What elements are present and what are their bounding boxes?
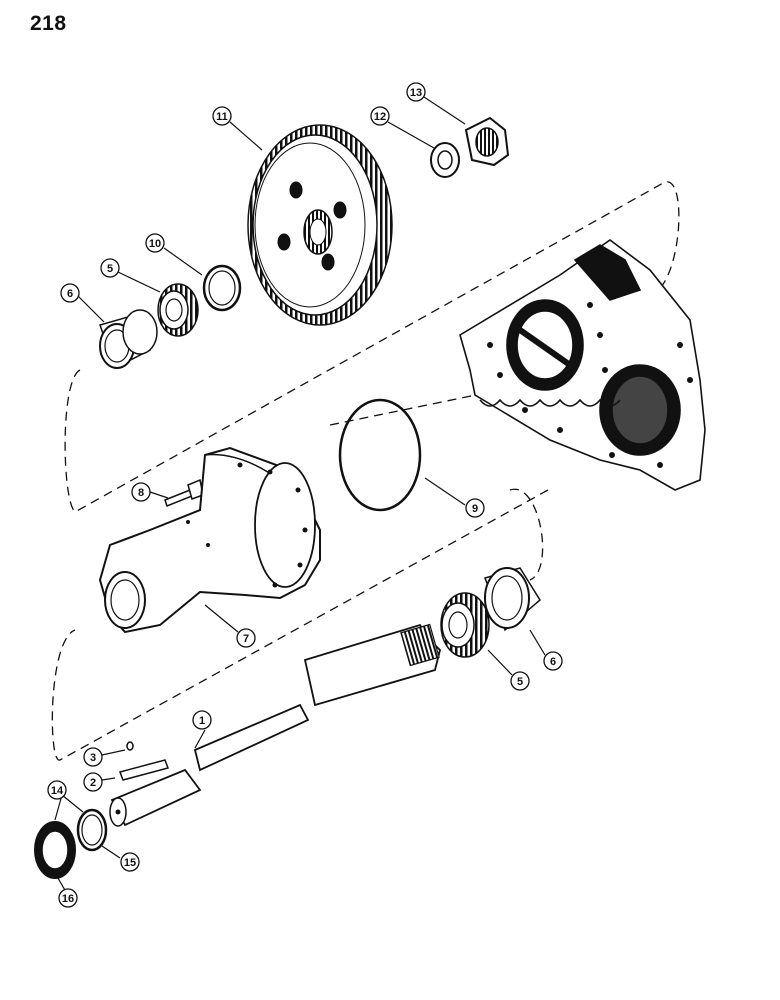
o-ring (338, 398, 422, 512)
page-number: 218 (30, 12, 67, 35)
bearing-cone-lower (440, 592, 490, 658)
callout-5-lower: 5 (510, 671, 530, 691)
svg-text:6: 6 (550, 656, 556, 668)
callout-14: 14 (47, 780, 67, 800)
pin (126, 741, 134, 751)
svg-text:5: 5 (107, 263, 113, 275)
svg-text:2: 2 (90, 777, 96, 789)
svg-text:11: 11 (216, 111, 228, 123)
axle-housing (98, 446, 321, 634)
leader-lines (54, 96, 546, 893)
callout-6-upper: 6 (60, 283, 80, 303)
alignment-dashed-lines (51, 181, 680, 761)
svg-text:8: 8 (138, 487, 144, 499)
bearing-cup-upper (99, 309, 158, 370)
transmission-housing (459, 239, 706, 491)
shim-ring (202, 264, 242, 312)
svg-text:13: 13 (410, 87, 422, 99)
callout-5-upper: 5 (100, 258, 120, 278)
callout-9: 9 (465, 498, 485, 518)
large-gear (247, 124, 393, 326)
callout-13: 13 (406, 82, 426, 102)
callout-10: 10 (145, 233, 165, 253)
callout-1: 1 (192, 710, 212, 730)
callout-12: 12 (370, 106, 390, 126)
callout-8: 8 (131, 482, 151, 502)
callout-16: 16 (58, 888, 78, 908)
lock-washer (430, 142, 460, 178)
callout-7: 7 (236, 628, 256, 648)
bearing-cup-lower (484, 567, 541, 632)
callout-3: 3 (83, 747, 103, 767)
svg-text:14: 14 (51, 785, 64, 797)
svg-text:1: 1 (199, 715, 205, 727)
callout-6-lower: 6 (543, 651, 563, 671)
bolt (164, 478, 204, 507)
svg-text:9: 9 (472, 503, 478, 515)
svg-text:7: 7 (243, 633, 249, 645)
callout-15: 15 (120, 852, 140, 872)
callout-11: 11 (212, 106, 232, 126)
nut (464, 116, 510, 167)
svg-text:3: 3 (90, 752, 96, 764)
callouts: 11 12 13 10 5 6 8 9 7 6 5 1 3 2 14 15 16 (47, 82, 563, 908)
bearing-cone-upper (157, 283, 199, 337)
svg-text:10: 10 (149, 238, 161, 250)
oil-seal (34, 821, 76, 879)
callout-2: 2 (83, 772, 103, 792)
svg-text:6: 6 (67, 288, 73, 300)
svg-text:16: 16 (62, 893, 74, 905)
svg-text:15: 15 (124, 857, 136, 869)
svg-text:12: 12 (374, 111, 386, 123)
axle-shaft (109, 623, 441, 827)
svg-text:5: 5 (517, 676, 523, 688)
retainer-ring (76, 808, 108, 852)
shaft-key (119, 759, 169, 781)
